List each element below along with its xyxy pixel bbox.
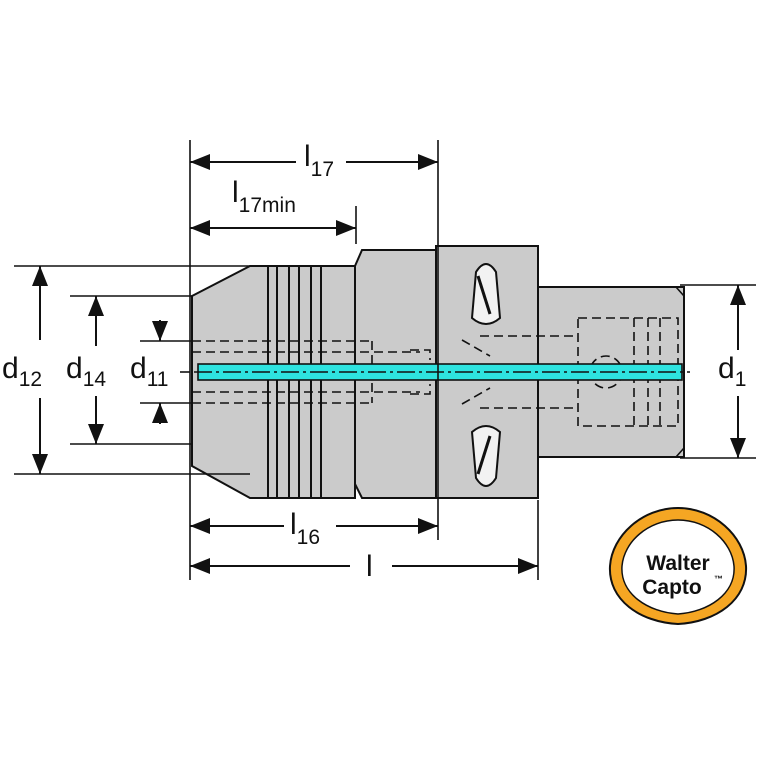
svg-text:Capto: Capto [642, 576, 702, 599]
label-l17: l17 [304, 140, 334, 181]
label-l17min: l17min [232, 176, 296, 217]
label-d1: d1 [718, 352, 746, 391]
nose-grooves [267, 266, 322, 498]
label-l16: l16 [290, 508, 320, 549]
svg-text:™: ™ [714, 574, 723, 584]
label-d14: d14 [66, 352, 106, 391]
collet-nose [191, 265, 356, 499]
dimension-lines [32, 154, 746, 574]
label-l: l [366, 550, 373, 583]
hidden-lines [192, 317, 679, 427]
extension-lines [14, 140, 756, 580]
tool-holder-body [191, 245, 690, 499]
svg-text:Walter: Walter [646, 552, 709, 575]
flange-slots [470, 263, 502, 487]
label-d12: d12 [2, 352, 42, 391]
walter-capto-logo: Walter Capto ™ [608, 506, 748, 626]
label-d11: d11 [130, 352, 169, 391]
